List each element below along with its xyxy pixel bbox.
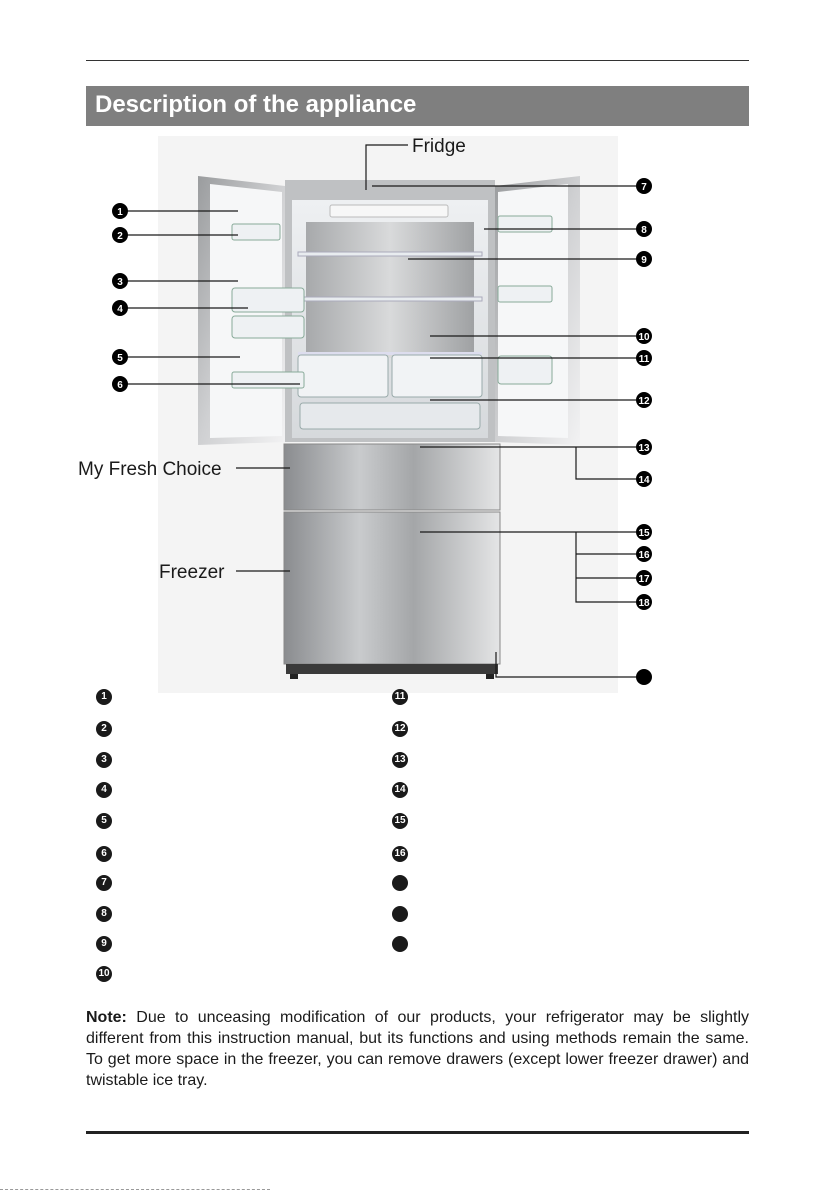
- callout-18: 18: [636, 594, 652, 610]
- svg-text:6: 6: [117, 380, 123, 391]
- svg-text:2: 2: [117, 231, 123, 242]
- legend-bullet: 16: [392, 846, 408, 862]
- legend-bullet: 12: [392, 721, 408, 737]
- svg-text:18: 18: [638, 598, 650, 609]
- legend-bullet: 6: [96, 846, 112, 862]
- base-plinth: [286, 664, 498, 674]
- svg-text:12: 12: [638, 396, 650, 407]
- svg-text:15: 15: [638, 528, 650, 539]
- callout-11: 11: [636, 350, 652, 366]
- callout-16: 16: [636, 546, 652, 562]
- my-fresh-choice-drawer: [283, 443, 501, 511]
- svg-text:3: 3: [117, 277, 123, 288]
- legend-bullet: [392, 936, 408, 952]
- svg-text:11: 11: [639, 354, 650, 365]
- callout-6: 6: [112, 376, 128, 392]
- leader-lines: [126, 144, 636, 678]
- fridge-compartment: [285, 180, 495, 442]
- svg-text:8: 8: [641, 225, 647, 236]
- svg-text:16: 16: [638, 550, 650, 561]
- lower-drawer: [299, 402, 481, 430]
- legend-bullet: 8: [96, 906, 112, 922]
- legend-bullet: [392, 906, 408, 922]
- freezer-drawer: [283, 511, 501, 665]
- note-text: Due to unceasing modification of our pro…: [86, 1009, 749, 1089]
- legend-bullet: 11: [392, 689, 408, 705]
- legend-bullet: 7: [96, 875, 112, 891]
- header-rule: [86, 60, 749, 61]
- fridge-label: Fridge: [412, 136, 466, 157]
- callout-8: 8: [636, 221, 652, 237]
- svg-text:1: 1: [117, 207, 123, 218]
- crisper-drawer-left: [297, 354, 389, 398]
- callout-15: 15: [636, 524, 652, 540]
- svg-text:5: 5: [117, 353, 123, 364]
- svg-text:14: 14: [638, 475, 650, 486]
- footer-rule: [86, 1131, 749, 1134]
- svg-text:9: 9: [641, 255, 647, 266]
- legend-bullet: 14: [392, 782, 408, 798]
- section-heading: Description of the appliance: [86, 86, 749, 126]
- callout-1: 1: [112, 203, 128, 219]
- callout-4: 4: [112, 300, 128, 316]
- my-fresh-choice-label: My Fresh Choice: [78, 459, 222, 480]
- right-door: [495, 176, 580, 445]
- callout-10: 10: [636, 328, 652, 344]
- svg-text:13: 13: [638, 443, 650, 454]
- legend-bullet: 15: [392, 813, 408, 829]
- note-paragraph: Note: Due to unceasing modification of o…: [86, 1007, 749, 1091]
- callout-5: 5: [112, 349, 128, 365]
- freezer-label: Freezer: [159, 562, 225, 583]
- legend-bullet: 3: [96, 752, 112, 768]
- appliance-figure: Fridge My Fresh Choice Freezer 1 2 3 4 5…: [78, 136, 652, 693]
- section-title: Description of the appliance: [95, 91, 417, 118]
- callout-9: 9: [636, 251, 652, 267]
- callout-13: 13: [636, 439, 652, 455]
- legend-bullet: 1: [96, 689, 112, 705]
- legend-bullet: [392, 875, 408, 891]
- callout-17: 17: [636, 570, 652, 586]
- svg-text:7: 7: [641, 182, 647, 193]
- page-edge-dash: [0, 1189, 270, 1190]
- note-label: Note:: [86, 1009, 127, 1026]
- svg-text:4: 4: [117, 304, 123, 315]
- callout-14: 14: [636, 471, 652, 487]
- legend-bullet: 10: [96, 966, 112, 982]
- callout-2: 2: [112, 227, 128, 243]
- callout-19: [636, 669, 652, 685]
- svg-text:10: 10: [638, 332, 650, 343]
- legend-bullet: 2: [96, 721, 112, 737]
- legend-bullet: 5: [96, 813, 112, 829]
- svg-text:17: 17: [638, 574, 650, 585]
- crisper-drawer-right: [391, 354, 483, 398]
- callout-7: 7: [636, 178, 652, 194]
- legend-bullet: 13: [392, 752, 408, 768]
- callout-3: 3: [112, 273, 128, 289]
- callout-markers: 1 2 3 4 5 6 7 8 9 10 11 12 13 14 15 16 1…: [112, 178, 652, 685]
- callout-12: 12: [636, 392, 652, 408]
- legend-bullet: 4: [96, 782, 112, 798]
- legend-bullet: 9: [96, 936, 112, 952]
